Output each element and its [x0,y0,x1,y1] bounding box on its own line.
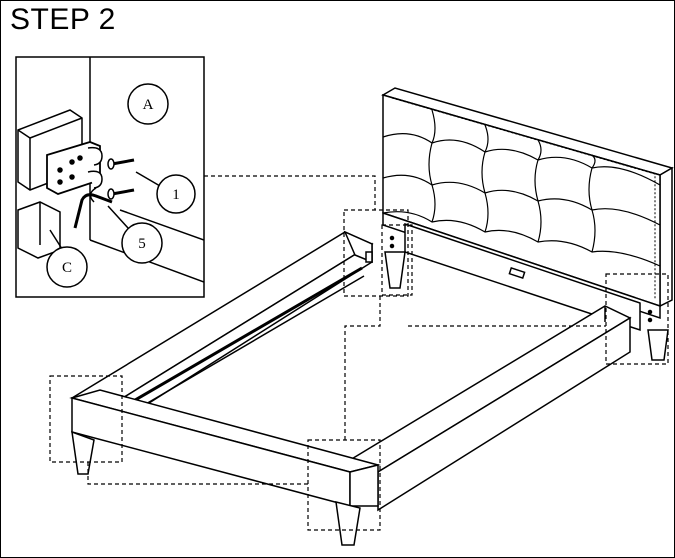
callout-c-label: C [62,260,72,276]
step-title: STEP 2 [10,3,116,36]
footboard-rail [69,389,381,546]
headboard [381,87,674,361]
right-side-rail [348,305,632,512]
callout-part-1: 1 [156,174,196,214]
screw-icon [107,188,135,200]
screw-icon [107,158,135,170]
callout-a: A [127,83,169,125]
connection-guides [49,175,669,531]
part-1-label: 1 [172,187,180,203]
detail-inset: A 1 5 C [15,56,205,298]
part-5-label: 5 [138,236,146,252]
callout-c: C [46,246,88,288]
callout-a-label: A [143,97,154,113]
callout-part-5: 5 [121,222,163,264]
